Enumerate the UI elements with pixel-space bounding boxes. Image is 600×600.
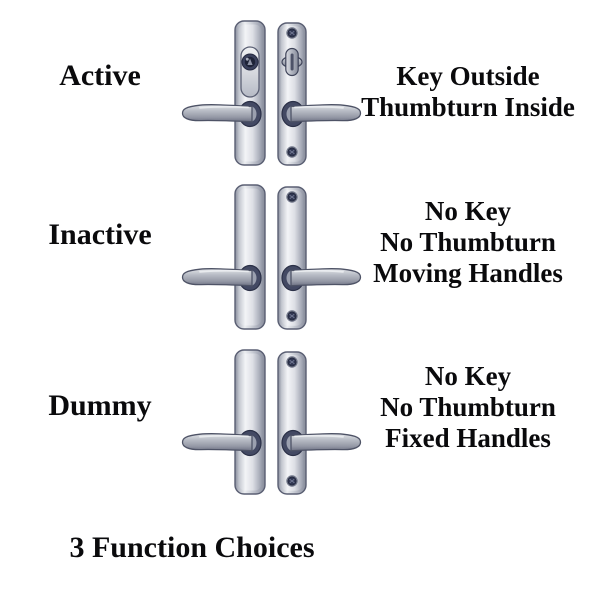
screw-bottom-icon <box>286 475 298 487</box>
interior-plate <box>277 186 307 330</box>
footer-title: 3 Function Choices <box>69 531 315 564</box>
function-label-active: Active <box>59 59 141 92</box>
description-line: Fixed Handles <box>385 423 551 453</box>
screw-bottom-icon <box>286 146 298 158</box>
exterior-lever-handle <box>181 100 262 128</box>
screw-top-icon <box>286 27 298 39</box>
function-label-inactive: Inactive <box>48 218 152 251</box>
description-line: Thumbturn Inside <box>361 92 575 122</box>
handle-set-dummy-graphic <box>181 349 362 495</box>
exterior-plate <box>234 184 266 330</box>
screw-bottom-icon <box>286 310 298 322</box>
description-line: No Key <box>424 196 512 226</box>
screw-top-icon <box>286 356 298 368</box>
exterior-lever-handle <box>181 264 262 292</box>
exterior-lever-handle <box>181 429 262 457</box>
function-description-dummy: No Key No Thumbturn Fixed Handles <box>352 361 584 454</box>
interior-plate <box>277 22 307 166</box>
interior-plate <box>277 351 307 495</box>
key-cylinder-icon <box>240 46 260 98</box>
handle-set-active-graphic <box>181 20 362 166</box>
screw-top-icon <box>286 191 298 203</box>
interior-lever-handle <box>281 100 362 128</box>
exterior-plate <box>234 349 266 495</box>
description-line: Key Outside <box>396 61 540 91</box>
description-line: No Key <box>424 361 512 391</box>
description-line: No Thumbturn <box>380 227 556 257</box>
interior-lever-handle <box>281 264 362 292</box>
function-label-dummy: Dummy <box>48 389 152 422</box>
function-description-active: Key Outside Thumbturn Inside <box>352 61 584 123</box>
handle-set-inactive-graphic <box>181 184 362 330</box>
thumbturn-icon <box>281 47 303 77</box>
description-line: Moving Handles <box>373 258 563 288</box>
interior-lever-handle <box>281 429 362 457</box>
description-line: No Thumbturn <box>380 392 556 422</box>
function-description-inactive: No Key No Thumbturn Moving Handles <box>352 196 584 289</box>
